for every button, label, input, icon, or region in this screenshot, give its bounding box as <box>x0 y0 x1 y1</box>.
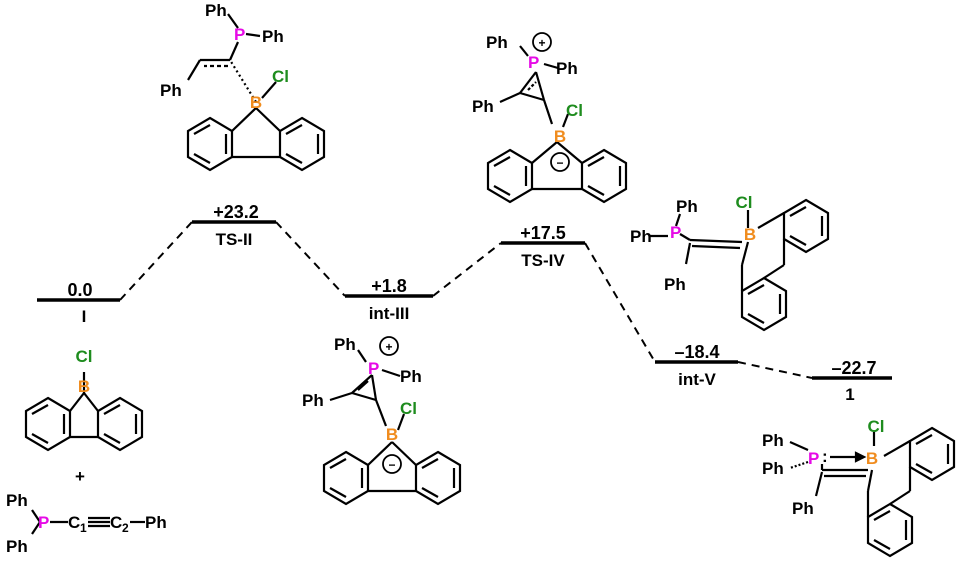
phenyl-group: Ph <box>762 459 784 478</box>
chlorine-atom: Cl <box>566 101 583 120</box>
connector-dashed <box>737 361 813 379</box>
phenyl-group: Ph <box>630 227 652 246</box>
level-label-int-III: int-III <box>369 304 410 323</box>
chlorine-atom: Cl <box>736 193 753 212</box>
connector-dashed <box>119 221 193 301</box>
chlorine-atom: Cl <box>868 417 885 436</box>
phosphorus-atom: P <box>38 513 49 532</box>
lone-pair: : <box>822 447 828 466</box>
structure-TS-II <box>186 13 326 172</box>
phenyl-group: Ph <box>400 367 422 386</box>
connector-dashed <box>584 242 656 363</box>
carbon-atom-c1: C <box>68 513 80 532</box>
level-label-1: 1 <box>845 385 854 404</box>
phenyl-group: Ph <box>6 537 28 556</box>
energy-value-I: 0.0 <box>67 280 92 300</box>
phenyl-group: Ph <box>556 59 578 78</box>
chlorine-atom: Cl <box>400 399 417 418</box>
structure-TS-IV <box>486 45 628 204</box>
energy-value-TS-II: +23.2 <box>213 202 259 222</box>
carbon-index-2: 2 <box>122 521 129 535</box>
carbon-index-1: 1 <box>80 521 87 535</box>
boron-atom: B <box>78 377 90 396</box>
phosphorus-atom: P <box>234 25 245 44</box>
svg-text:+: + <box>385 340 392 354</box>
phenyl-group: Ph <box>472 97 494 116</box>
energy-value-TS-IV: +17.5 <box>520 223 566 243</box>
phenyl-group: Ph <box>486 33 508 52</box>
structure-reactant-chloroborole <box>24 372 144 452</box>
chlorine-atom: Cl <box>272 67 289 86</box>
formal-charge-plus: + <box>532 32 552 52</box>
boron-atom: B <box>386 425 398 444</box>
phosphorus-atom: P <box>368 359 379 378</box>
carbon-atom-c2: C <box>110 513 122 532</box>
phosphorus-atom: P <box>528 53 539 72</box>
formal-charge-minus: − <box>550 152 570 172</box>
phosphorus-atom: P <box>808 449 819 468</box>
level-label-I: I <box>82 307 87 326</box>
energy-value-1: –22.7 <box>831 358 876 378</box>
phenyl-group: Ph <box>160 81 182 100</box>
chlorine-atom: Cl <box>76 347 93 366</box>
connector-dashed <box>275 221 346 297</box>
formal-charge-plus: + <box>379 336 399 356</box>
boron-atom: B <box>744 225 756 244</box>
connector-dashed <box>432 242 502 297</box>
svg-text:+: + <box>538 36 545 50</box>
phenyl-group: Ph <box>302 391 324 410</box>
phenyl-group: Ph <box>792 499 814 518</box>
energy-profile <box>37 220 892 380</box>
energy-value-int-V: –18.4 <box>674 342 719 362</box>
phenyl-group: Ph <box>145 513 167 532</box>
phosphorus-atom: P <box>670 223 681 242</box>
boron-atom: B <box>554 127 566 146</box>
structure-int-V <box>650 198 830 332</box>
phenyl-group: Ph <box>205 1 227 20</box>
svg-text:−: − <box>556 156 563 170</box>
structure-phosphinoalkyne <box>31 509 145 535</box>
phenyl-group: Ph <box>334 335 356 354</box>
structure-product-1 <box>789 426 956 558</box>
phenyl-group: Ph <box>676 197 698 216</box>
phenyl-group: Ph <box>262 27 284 46</box>
svg-text:−: − <box>388 458 395 472</box>
reactant-plus-sign: + <box>75 467 85 486</box>
level-label-TS-II: TS-II <box>216 230 253 249</box>
energy-value-int-III: +1.8 <box>371 276 407 296</box>
structure-int-III <box>322 349 462 506</box>
level-label-TS-IV: TS-IV <box>521 251 565 270</box>
formal-charge-minus: − <box>382 454 402 474</box>
phenyl-group: Ph <box>762 431 784 450</box>
boron-atom: B <box>866 449 878 468</box>
boron-atom: B <box>250 93 262 112</box>
phenyl-group: Ph <box>664 275 686 294</box>
level-label-int-V: int-V <box>678 370 716 389</box>
phenyl-group: Ph <box>6 491 28 510</box>
